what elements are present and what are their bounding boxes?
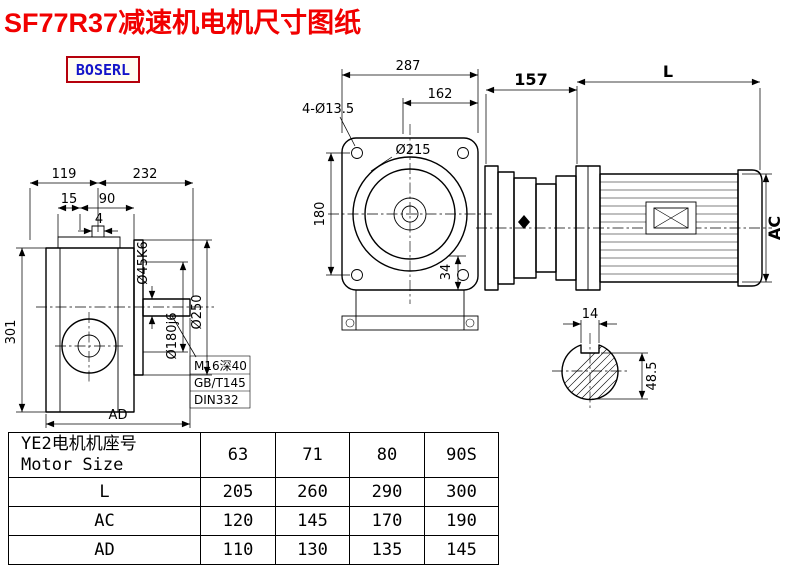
dim-48-5-label: 48.5 bbox=[645, 362, 660, 391]
note-m16-label: M16深40 bbox=[194, 359, 247, 373]
table-row-AC: AC 120 145 170 190 bbox=[8, 506, 499, 536]
L-value: 290 bbox=[349, 477, 425, 507]
dim-287-label: 287 bbox=[396, 59, 421, 74]
AD-value: 145 bbox=[424, 535, 499, 565]
dia-250-label: Ø250 bbox=[190, 294, 205, 329]
row-label-L: L bbox=[8, 477, 201, 507]
motor-size-71: 71 bbox=[275, 432, 350, 478]
AC-value: 120 bbox=[200, 506, 276, 536]
table-row-AD: AD 110 130 135 145 bbox=[8, 535, 499, 565]
motor-size-80: 80 bbox=[349, 432, 425, 478]
AC-value: 145 bbox=[275, 506, 350, 536]
row-label-AD: AD bbox=[8, 535, 201, 565]
oil-plug-symbol bbox=[518, 215, 530, 229]
table-header-en: Motor Size bbox=[21, 455, 124, 475]
dim-AD-label: AD bbox=[109, 408, 128, 423]
motor-size-90s: 90S bbox=[424, 432, 499, 478]
dim-34-label: 34 bbox=[439, 264, 454, 281]
row-label-AC: AC bbox=[8, 506, 201, 536]
dim-90-label: 90 bbox=[99, 192, 116, 207]
shaft-section-view: 14 48.5 bbox=[552, 307, 660, 409]
brand-logo: BOSERL bbox=[66, 56, 140, 83]
dim-157-label: 157 bbox=[514, 70, 547, 89]
dim-AC-label: AC bbox=[765, 216, 784, 240]
dim-4-label: 4 bbox=[95, 212, 103, 227]
dim-119-label: 119 bbox=[52, 167, 77, 182]
L-value: 300 bbox=[424, 477, 499, 507]
motor-size-table: YE2电机机座号 Motor Size 63 71 80 90S L 205 2… bbox=[8, 432, 499, 565]
table-header-cn: YE2电机机座号 bbox=[21, 433, 137, 454]
dia-180j6-label: Ø180j6 bbox=[165, 313, 180, 360]
table-header-row: YE2电机机座号 Motor Size 63 71 80 90S bbox=[8, 432, 499, 478]
holes-callout-label: 4-Ø13.5 bbox=[302, 102, 354, 117]
mounting-hole bbox=[351, 269, 363, 281]
table-header-label: YE2电机机座号 Motor Size bbox=[8, 432, 201, 478]
table-row-L: L 205 260 290 300 bbox=[8, 477, 499, 507]
dim-L-label: L bbox=[663, 62, 673, 81]
motor-size-63: 63 bbox=[200, 432, 276, 478]
note-gbt145-label: GB/T145 bbox=[194, 376, 246, 390]
side-view: 157 L AC bbox=[476, 62, 784, 291]
dia-215-label: Ø215 bbox=[395, 143, 430, 158]
mounting-hole bbox=[351, 147, 363, 159]
dimension-drawing: 119 232 15 90 4 301 AD bbox=[4, 59, 784, 428]
AD-value: 135 bbox=[349, 535, 425, 565]
page-title: SF77R37减速机电机尺寸图纸 bbox=[4, 8, 362, 38]
AC-value: 190 bbox=[424, 506, 499, 536]
AD-value: 110 bbox=[200, 535, 276, 565]
front-view: 287 162 4-Ø13.5 Ø215 180 34 bbox=[302, 59, 492, 331]
fan-cowl bbox=[737, 169, 763, 287]
dim-301-label: 301 bbox=[4, 320, 19, 345]
L-value: 260 bbox=[275, 477, 350, 507]
left-view: 119 232 15 90 4 301 AD bbox=[4, 167, 251, 428]
dim-180-label: 180 bbox=[313, 202, 328, 227]
dim-232-label: 232 bbox=[133, 167, 158, 182]
L-value: 205 bbox=[200, 477, 276, 507]
AC-value: 170 bbox=[349, 506, 425, 536]
note-din332-label: DIN332 bbox=[194, 393, 239, 407]
dim-162-label: 162 bbox=[428, 87, 453, 102]
AD-value: 130 bbox=[275, 535, 350, 565]
mounting-hole bbox=[457, 147, 469, 159]
housing-outline bbox=[45, 247, 135, 413]
dim-14-label: 14 bbox=[582, 307, 599, 322]
dia-45k6-label: Ø45K6 bbox=[136, 241, 151, 285]
dim-15-label: 15 bbox=[61, 192, 78, 207]
mounting-hole bbox=[457, 269, 469, 281]
section-hatching bbox=[562, 345, 619, 400]
output-shaft bbox=[142, 298, 191, 317]
